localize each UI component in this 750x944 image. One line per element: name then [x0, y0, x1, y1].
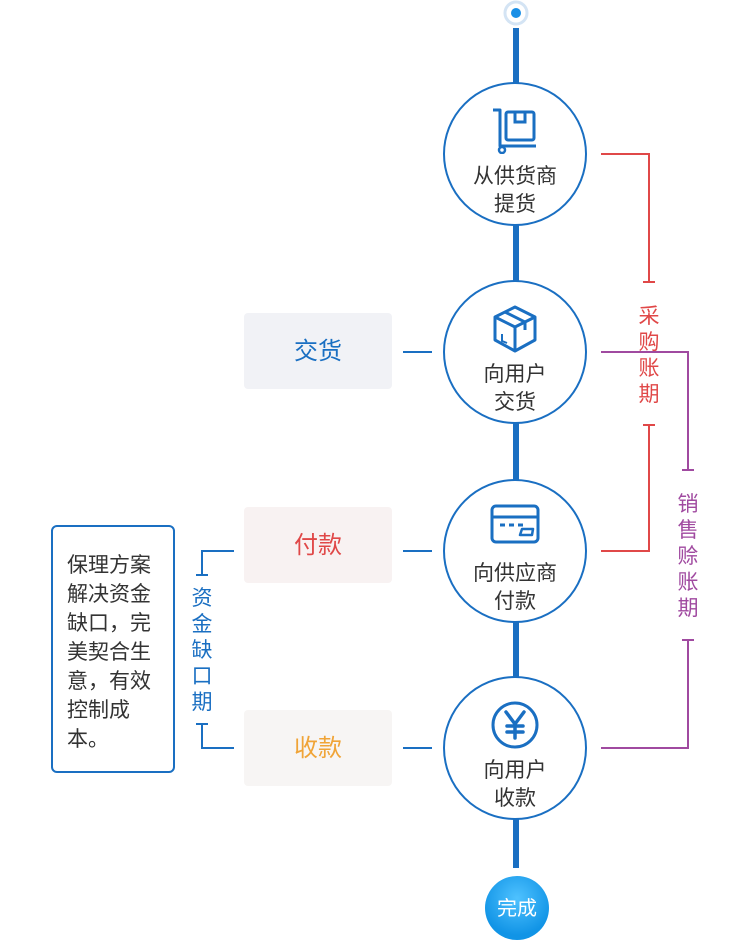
yen-coin-icon — [491, 701, 539, 749]
callout-text: 保理方案解决资金缺口，完美契合生意，有效控制成本。 — [67, 553, 151, 751]
factoring-callout: 保理方案解决资金缺口，完美契合生意，有效控制成本。 — [51, 525, 175, 773]
purchase-period-bracket — [601, 153, 655, 552]
start-dot-core — [511, 8, 521, 18]
collection-box: 收款 — [244, 710, 392, 786]
step-label: 向用户 收款 — [483, 758, 547, 810]
step-collect-node: 向用户 收款 — [443, 676, 587, 820]
purchase-period-label: 采购账期 — [638, 304, 660, 406]
sales-period-bracket — [601, 351, 694, 749]
step-label: 从供货商 提货 — [473, 164, 557, 216]
sales-period-label: 销售赊账期 — [677, 492, 699, 620]
payment-box: 付款 — [244, 507, 392, 583]
step-label: 向供应商 付款 — [473, 561, 557, 613]
step-label: 向用户 交货 — [483, 362, 547, 414]
step-pickup-node: 从供货商 提货 — [443, 82, 587, 226]
step-deliver-node: 向用户 交货 — [443, 280, 587, 424]
cart-icon — [493, 108, 536, 154]
funding-gap-bracket — [196, 550, 234, 749]
step-pay-supplier-node: 向供应商 付款 — [443, 479, 587, 623]
credit-card-icon — [490, 504, 540, 544]
funding-gap-label: 资金缺口期 — [191, 586, 213, 714]
finish-button: 完成 — [485, 876, 549, 940]
delivery-box: 交货 — [244, 313, 392, 389]
package-box-icon — [493, 305, 537, 353]
